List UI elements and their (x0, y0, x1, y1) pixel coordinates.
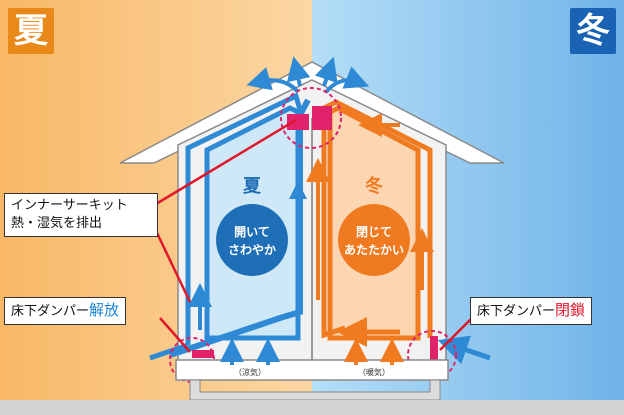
roof-damper-winter (312, 106, 332, 130)
damper-close-callout: 床下ダンパー閉鎖 (470, 297, 593, 325)
summer-floor-label: （涼気） (234, 367, 266, 377)
summer-exhaust-arrow-up (286, 56, 311, 87)
floor-damper-summer (192, 350, 214, 358)
summer-airflow-path (169, 98, 311, 358)
winter-status-line1: 閉じて (356, 225, 392, 239)
damper-close-prefix: 床下ダンパー (477, 304, 556, 319)
winter-outer-inlet-arrow (437, 335, 491, 365)
inner-circuit-callout: インナーサーキット 熱・湿気を排出 (4, 193, 158, 237)
inner-circuit-callout-line2: 熱・湿気を排出 (11, 216, 103, 231)
inner-circuit-callout-line1: インナーサーキット (11, 198, 128, 213)
damper-close-leader (439, 317, 473, 351)
damper-open-highlight: 解放 (89, 301, 120, 319)
winter-airflow-path (321, 99, 433, 339)
winter-exhaust-arrow-right (324, 66, 370, 94)
summer-status-line1: 開いて (234, 225, 270, 239)
roof-damper-highlight (280, 87, 342, 149)
damper-close-highlight: 閉鎖 (555, 301, 586, 319)
summer-exhaust-arrow-left (246, 67, 300, 94)
roof-damper-summer (287, 114, 309, 130)
summer-inlet-arrow (149, 342, 189, 361)
damper-open-leader (159, 317, 191, 353)
summer-status-line2: さわやか (228, 243, 276, 257)
damper-open-callout: 床下ダンパー解放 (4, 297, 127, 325)
ground (0, 400, 624, 415)
winter-floor-label: （暖気） (358, 367, 390, 377)
floor-slab (175, 359, 449, 381)
winter-exhaust-arrow-up (314, 56, 338, 87)
winter-badge: 冬 (570, 8, 616, 54)
summer-room-label: 夏 (243, 176, 262, 197)
winter-status-circle (338, 204, 410, 276)
winter-status-line2: あたたかい (344, 243, 404, 257)
floor-damper-winter (430, 336, 438, 360)
winter-room-label: 冬 (365, 175, 383, 197)
summer-status-circle (216, 204, 288, 276)
summer-wall-airflow (185, 92, 303, 345)
damper-open-prefix: 床下ダンパー (11, 304, 90, 319)
summer-badge: 夏 (8, 8, 54, 54)
inner-circuit-leader-1 (145, 118, 297, 212)
